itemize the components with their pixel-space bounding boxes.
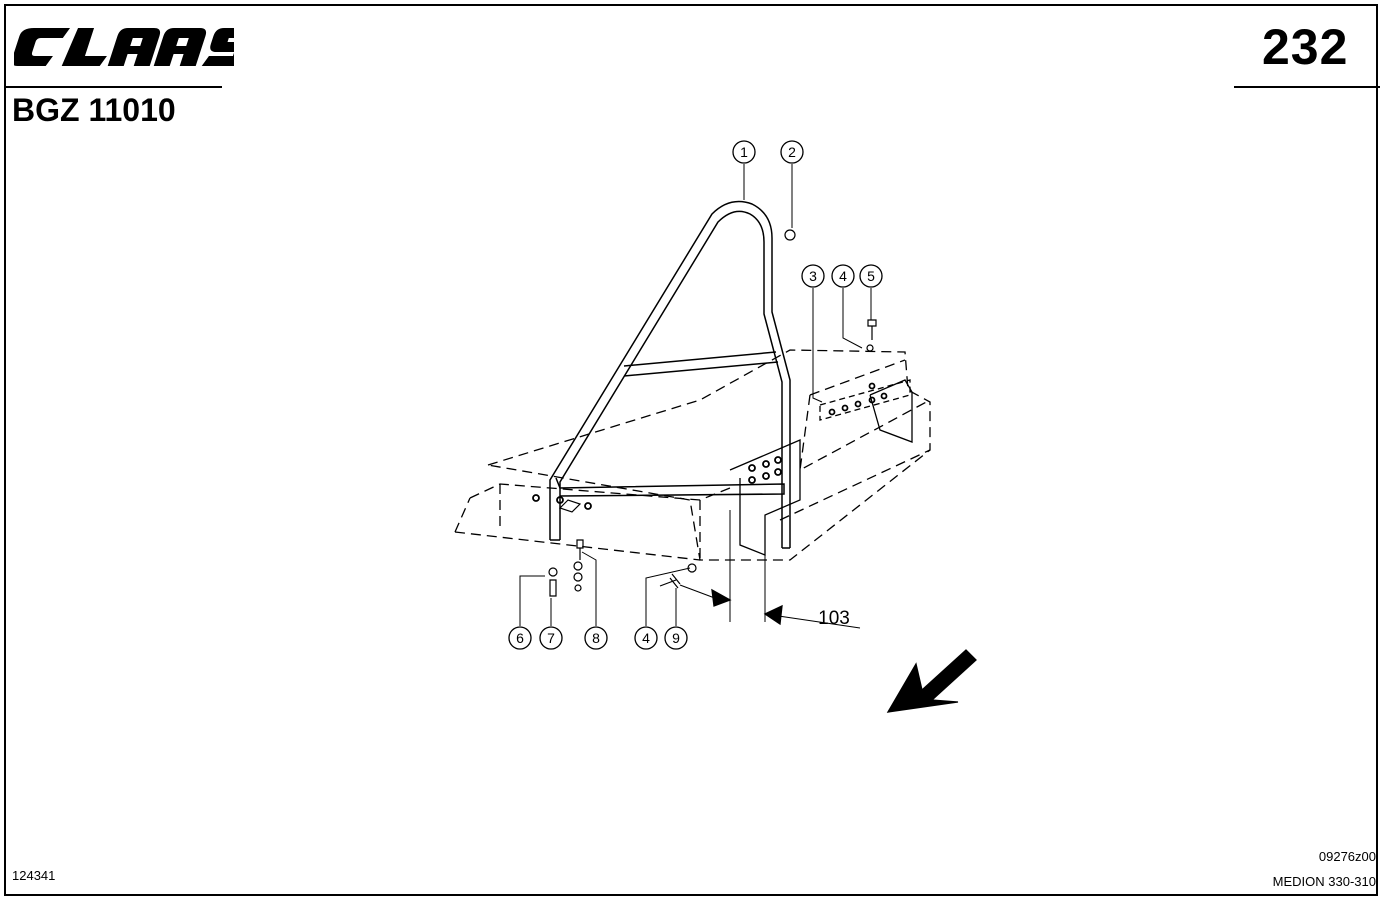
page-number: 232 [1262,19,1349,75]
header-rule-left [6,86,222,88]
callout-circle-1 [732,140,756,164]
callout-6: 6 [516,630,524,646]
callout-1: 1 [740,144,748,160]
page-frame [4,4,1378,896]
machine-outline [454,349,931,561]
callout-4-lower: 4 [642,630,650,646]
callout-circle-9 [664,626,688,650]
dimension-arrows [711,588,783,626]
callout-9: 9 [672,630,680,646]
bracket-plate [729,379,913,556]
callout-4: 4 [839,268,847,284]
callout-circle-6 [508,626,532,650]
callout-circle-8 [584,626,608,650]
callout-circle-7 [539,626,563,650]
model-reference: MEDION 330-310 [1272,874,1376,889]
drawing-number: 124341 [12,868,56,883]
hardware [548,229,877,597]
callout-7: 7 [547,630,555,646]
callout-5: 5 [867,268,875,284]
claas-logo [14,28,234,66]
callout-circle-4 [831,264,855,288]
callout-circle-5 [859,264,883,288]
handrail-tube [549,200,791,549]
callout-circle-2 [780,140,804,164]
dimension-label: 103 [818,608,850,629]
callout-3: 3 [809,268,817,284]
leader-lines [519,164,872,629]
figure-code: 09276z00 [1318,849,1376,864]
callout-2: 2 [788,144,796,160]
header-rule-right [1234,86,1380,88]
callout-circle-4b [634,626,658,650]
direction-arrow [886,649,977,713]
group-code: BGZ 11010 [12,92,176,128]
mounting-holes [532,382,888,510]
callout-circle-3 [801,264,825,288]
callout-8: 8 [592,630,600,646]
